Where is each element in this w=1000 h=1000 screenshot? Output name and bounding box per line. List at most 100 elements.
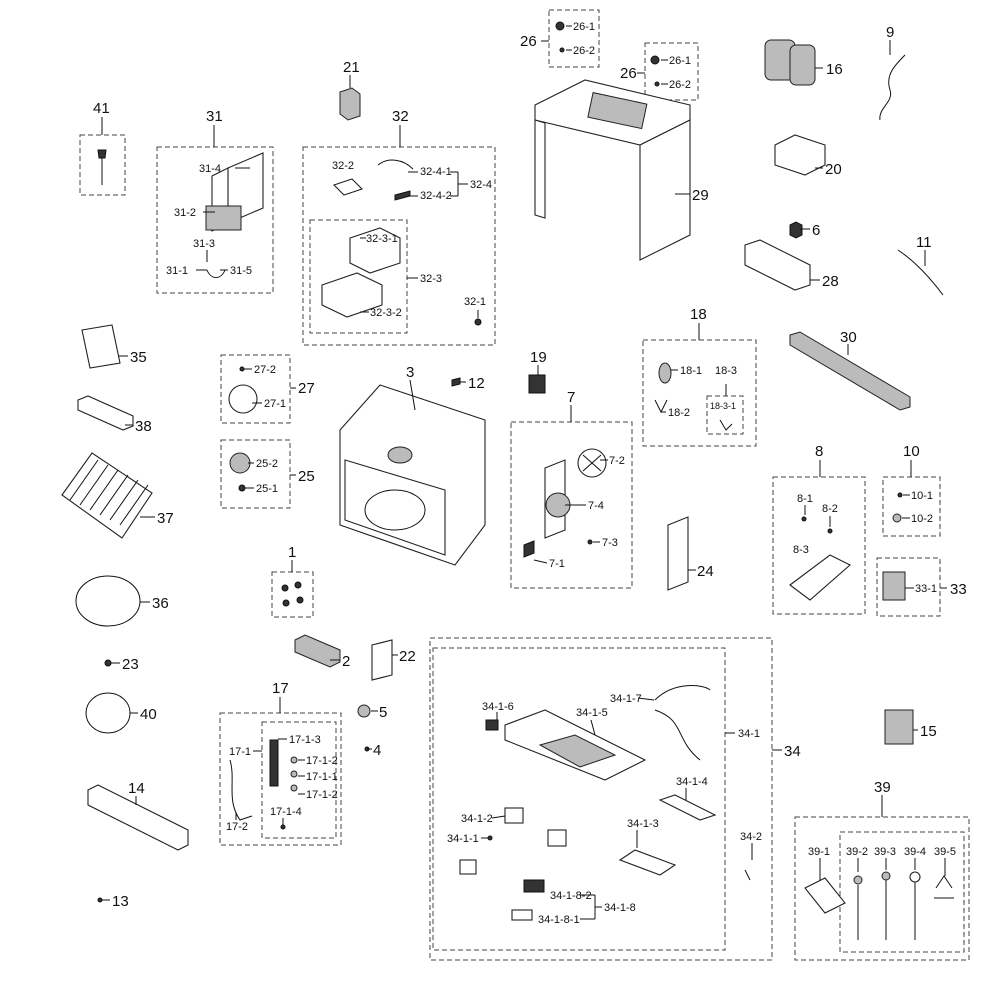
group-box-25 (220, 439, 291, 509)
label-35: 35 (130, 349, 147, 366)
part-5-drawing (357, 704, 371, 718)
label-7-4: 7-4 (588, 500, 604, 512)
part-35-drawing (81, 324, 121, 369)
label-27-2: 27-2 (254, 364, 276, 376)
part-34-drawing (459, 685, 751, 921)
label-34-1-8: 34-1-8 (604, 902, 636, 914)
label-3: 3 (406, 364, 414, 381)
part-31-drawing (205, 152, 264, 278)
label-17-1-4: 17-1-4 (270, 806, 302, 818)
label-34-1-3: 34-1-3 (627, 818, 659, 830)
label-8-2: 8-2 (822, 503, 838, 515)
group-box-34-1 (432, 647, 726, 951)
label-14: 14 (128, 780, 145, 797)
label-22: 22 (399, 648, 416, 665)
label-2: 2 (342, 653, 350, 670)
part-28-drawing (744, 239, 811, 291)
part-9-drawing (879, 54, 906, 121)
label-17-1-1: 17-1-1 (306, 771, 338, 783)
group-box-1 (271, 571, 314, 618)
label-32-4-1: 32-4-1 (420, 166, 452, 178)
label-11: 11 (916, 234, 932, 251)
label-38: 38 (135, 418, 152, 435)
label-9: 9 (886, 24, 894, 41)
label-20: 20 (825, 161, 842, 178)
label-27: 27 (298, 380, 315, 397)
part-39-drawing (804, 871, 954, 940)
label-27-1: 27-1 (264, 398, 286, 410)
group-box-31 (156, 146, 274, 294)
callout-labels: 41 31 31-4 31-2 31-3 31-1 31-5 21 32 32-… (93, 21, 967, 926)
label-10-2: 10-2 (911, 513, 933, 525)
label-26-top: 26 (520, 33, 537, 50)
label-26-2-right: 26-2 (669, 79, 691, 91)
label-34-1-8-2: 34-1-8-2 (550, 890, 592, 902)
label-26-right: 26 (620, 65, 637, 82)
label-39-2: 39-2 (846, 846, 868, 858)
label-32-4-2: 32-4-2 (420, 190, 452, 202)
label-16: 16 (826, 61, 843, 78)
part-21-drawing (339, 87, 361, 121)
label-32-3-1: 32-3-1 (366, 233, 398, 245)
label-34-1-5: 34-1-5 (576, 707, 608, 719)
label-18-2: 18-2 (668, 407, 690, 419)
label-34-1-2: 34-1-2 (461, 813, 493, 825)
label-17-1-3: 17-1-3 (289, 734, 321, 746)
label-19: 19 (530, 349, 547, 366)
label-34-2: 34-2 (740, 831, 762, 843)
label-31-5: 31-5 (230, 265, 252, 277)
label-7: 7 (567, 389, 575, 406)
label-24: 24 (697, 563, 714, 580)
label-32-3-2: 32-3-2 (370, 307, 402, 319)
label-39-4: 39-4 (904, 846, 926, 858)
label-18-3: 18-3 (715, 365, 737, 377)
part-41-drawing (97, 149, 107, 185)
part-38-drawing (77, 395, 134, 431)
part-7-drawing (523, 448, 607, 558)
part-16-drawing (764, 39, 816, 86)
label-34-1-8-1: 34-1-8-1 (538, 914, 580, 926)
label-25-2: 25-2 (256, 458, 278, 470)
group-box-27 (220, 354, 291, 424)
group-box-10 (882, 476, 941, 537)
part-6-drawing (789, 221, 803, 239)
part-40-drawing (85, 692, 131, 734)
label-13: 13 (112, 893, 129, 910)
label-31-1: 31-1 (166, 265, 188, 277)
group-box-34 (429, 637, 773, 961)
label-17-2: 17-2 (226, 821, 248, 833)
group-box-18 (642, 339, 757, 447)
part-12-drawing (451, 377, 461, 387)
part-25-drawing (229, 452, 251, 492)
part-32-drawing (321, 159, 482, 326)
label-32: 32 (392, 108, 409, 125)
label-37: 37 (157, 510, 174, 527)
group-box-18-3 (706, 395, 744, 435)
label-10: 10 (903, 443, 920, 460)
part-19-drawing (528, 374, 546, 394)
part-15-drawing (884, 709, 914, 745)
part-36-drawing (75, 575, 141, 627)
label-17-1-2b: 17-1-2 (306, 789, 338, 801)
label-18-1: 18-1 (680, 365, 702, 377)
label-12: 12 (468, 375, 485, 392)
label-10-1: 10-1 (911, 490, 933, 502)
label-33: 33 (950, 581, 967, 598)
label-29: 29 (692, 187, 709, 204)
label-32-3: 32-3 (420, 273, 442, 285)
label-21: 21 (343, 59, 360, 76)
part-8-drawing (789, 516, 851, 601)
label-26-1-right: 26-1 (669, 55, 691, 67)
label-40: 40 (140, 706, 157, 723)
group-box-41 (79, 134, 126, 196)
part-37-drawing (61, 452, 153, 539)
label-23: 23 (122, 656, 139, 673)
group-box-17-1 (261, 721, 337, 839)
group-box-32 (302, 146, 496, 346)
label-28: 28 (822, 273, 839, 290)
label-26-2-top: 26-2 (573, 45, 595, 57)
label-30: 30 (840, 329, 857, 346)
label-34: 34 (784, 743, 801, 760)
label-6: 6 (812, 222, 820, 239)
